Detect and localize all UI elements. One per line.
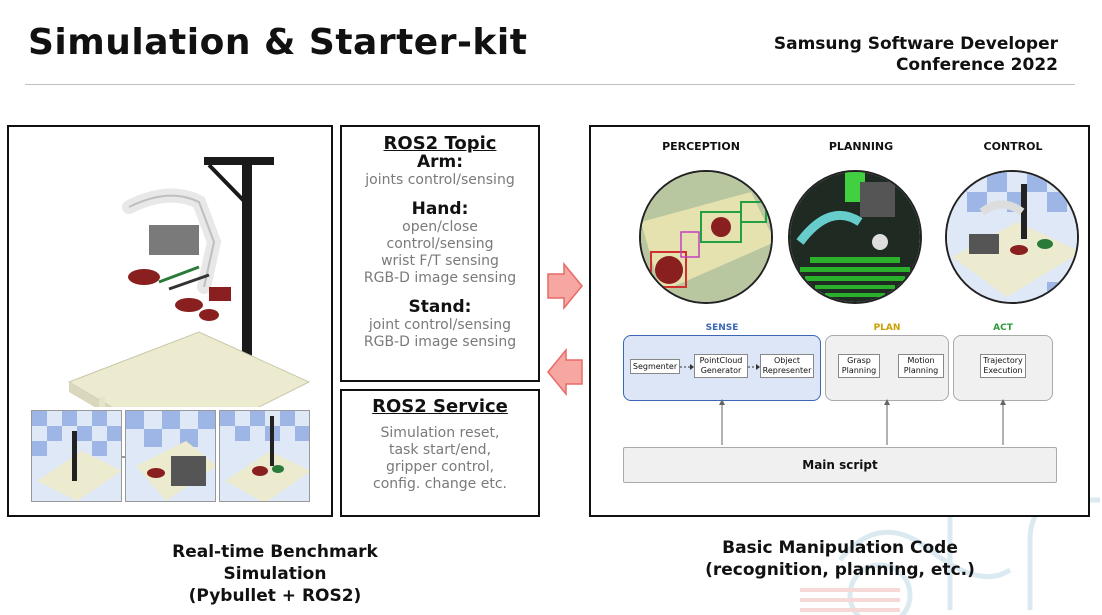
sense-panel: Segmenter PointCloud Generator Object Re…	[623, 335, 821, 401]
hand-item: open/close	[402, 219, 478, 235]
act-label: ACT	[993, 323, 1013, 333]
hand-item: RGB-D image sensing	[363, 270, 517, 286]
conference-line2: Conference 2022	[895, 55, 1058, 75]
sim-thumbnail-2	[125, 410, 216, 502]
perception-image	[639, 170, 773, 304]
sense-label: SENSE	[705, 323, 739, 333]
dashed-arrow-icon	[748, 364, 760, 370]
right-caption-line2: (recognition, planning, etc.)	[705, 560, 975, 580]
plan-panel: Grasp Planning Motion Planning	[825, 335, 949, 401]
service-item: task start/end,	[388, 442, 492, 458]
stage-control: CONTROL	[983, 140, 1043, 153]
stand-label: Stand:	[408, 297, 472, 317]
left-caption-line1: Real-time Benchmark	[172, 542, 378, 562]
stand-item: RGB-D image sensing	[363, 334, 517, 350]
control-image	[945, 170, 1079, 304]
stage-planning: PLANNING	[828, 140, 894, 153]
right-caption-line1: Basic Manipulation Code	[722, 538, 958, 558]
hand-item: wrist F/T sensing	[381, 253, 499, 269]
simulation-panel	[7, 125, 333, 517]
manipulation-code-panel: PERCEPTION PLANNING CONTROL	[589, 125, 1090, 517]
thumb-arrow-1	[122, 456, 125, 458]
service-item: Simulation reset,	[380, 425, 500, 441]
planning-image	[788, 170, 922, 304]
slide-title: Simulation & Starter-kit	[28, 22, 528, 63]
simulation-scene-image	[67, 157, 311, 407]
ros2-topic-heading: ROS2 Topic	[383, 133, 497, 154]
left-caption-line2: Simulation	[223, 564, 327, 584]
plan-label: PLAN	[873, 323, 901, 333]
hand-item: control/sensing	[386, 236, 494, 252]
stage-perception: PERCEPTION	[662, 140, 740, 153]
trajectory-execution-module: Trajectory Execution	[980, 354, 1026, 378]
ros2-service-heading: ROS2 Service	[372, 396, 508, 417]
header-divider	[25, 84, 1075, 85]
left-caption-line3: (Pybullet + ROS2)	[188, 586, 362, 606]
left-arrow-icon	[547, 348, 583, 396]
service-item: gripper control,	[385, 459, 495, 475]
ros2-service-panel: ROS2 Service Simulation reset, task star…	[340, 389, 540, 517]
conference-line1: Samsung Software Developer	[773, 34, 1058, 54]
hand-label: Hand:	[411, 199, 469, 219]
sim-thumbnail-3	[219, 410, 310, 502]
right-caption: Basic Manipulation Code (recognition, pl…	[690, 537, 990, 581]
conference-name: Samsung Software Developer Conference 20…	[774, 34, 1058, 76]
stand-item: joint control/sensing	[368, 317, 512, 333]
connector-arrows	[719, 399, 1006, 445]
object-representer-module: Object Representer	[760, 354, 814, 378]
motion-planning-module: Motion Planning	[898, 354, 944, 378]
arm-label: Arm:	[416, 152, 464, 172]
main-script-block: Main script	[623, 447, 1057, 483]
sim-thumbnail-1	[31, 410, 122, 502]
left-caption: Real-time Benchmark Simulation (Pybullet…	[130, 541, 420, 607]
grasp-planning-module: Grasp Planning	[838, 354, 880, 378]
pointcloud-generator-module: PointCloud Generator	[694, 354, 748, 378]
segmenter-module: Segmenter	[630, 359, 680, 374]
service-item: config. change etc.	[373, 476, 507, 492]
right-arrow-icon	[547, 262, 583, 310]
dashed-arrow-icon	[680, 364, 694, 370]
act-panel: Trajectory Execution	[953, 335, 1053, 401]
ros2-topic-panel: ROS2 Topic Arm: joints control/sensing H…	[340, 125, 540, 382]
arm-item: joints control/sensing	[365, 172, 515, 188]
